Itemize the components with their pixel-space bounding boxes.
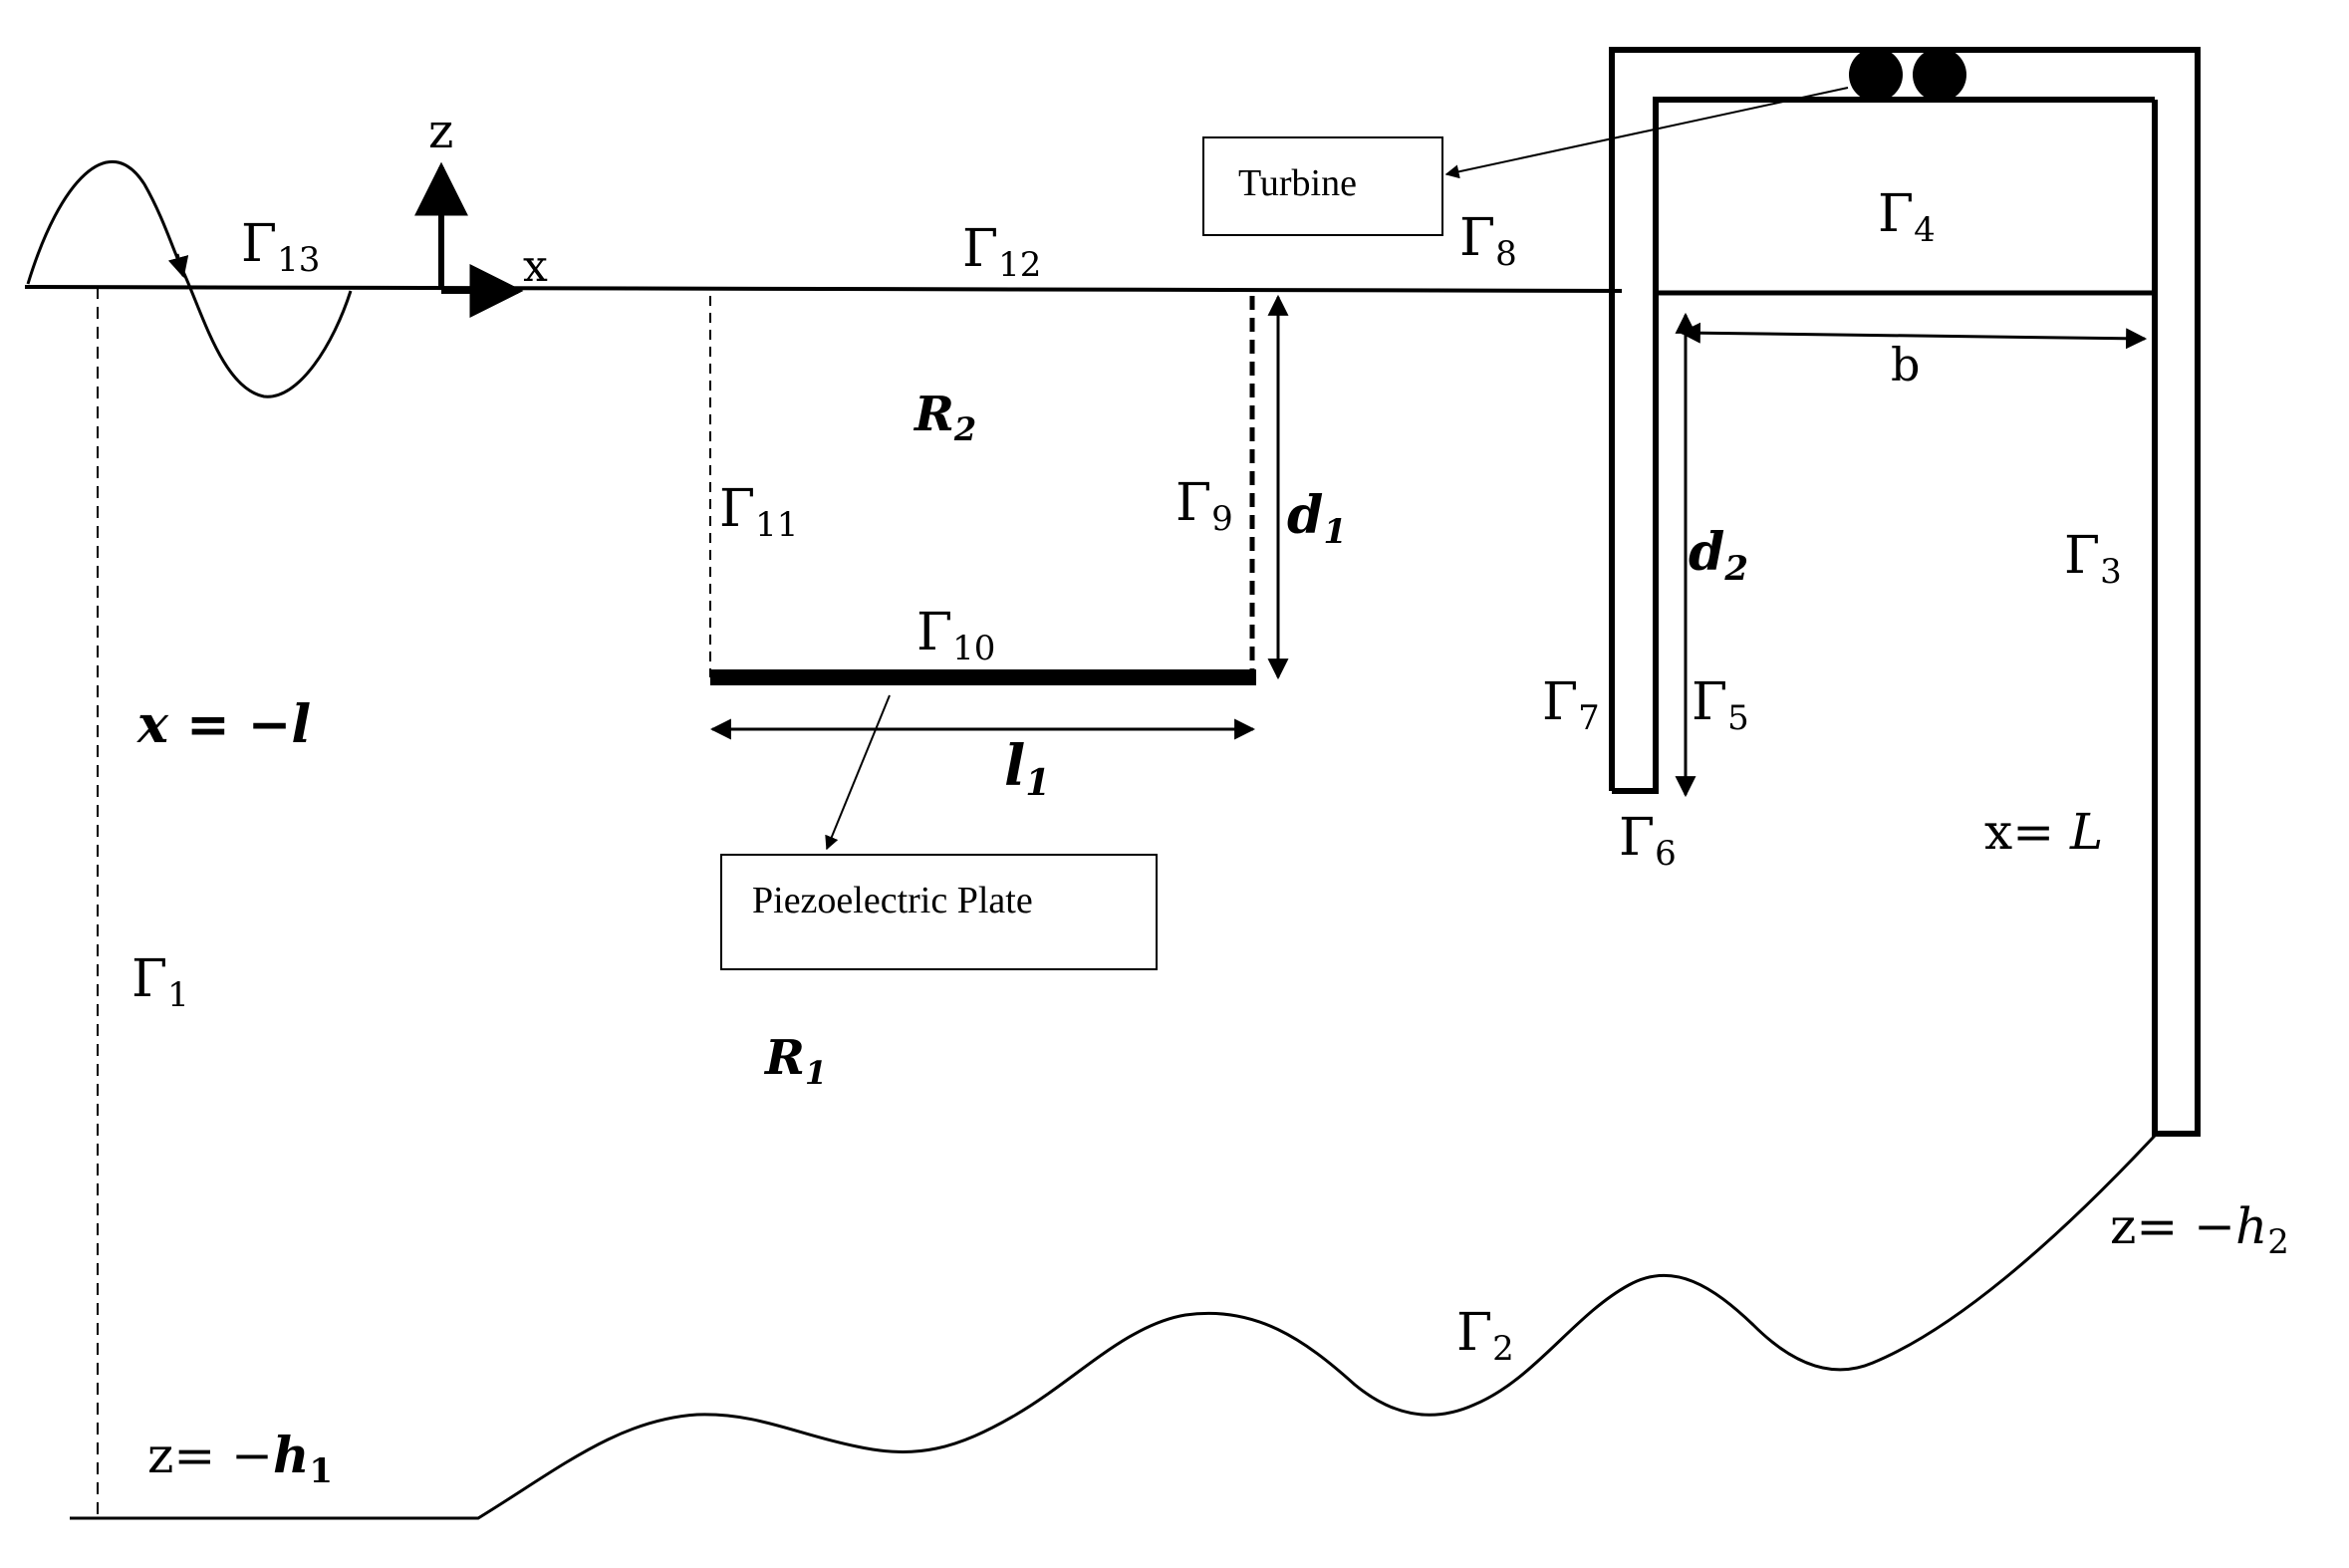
owc-front-wall xyxy=(1612,97,2155,794)
b-dimension-arrow xyxy=(1679,322,2148,350)
gamma-3-label: Γ3 xyxy=(2064,526,2122,592)
d1-label: d1 xyxy=(1287,485,1347,552)
gamma-1-label: Γ1 xyxy=(131,949,189,1015)
piezoelectric-plate-box-label: Piezoelectric Plate xyxy=(752,880,1033,921)
piezoelectric-plate xyxy=(710,669,1256,685)
piezoelectric-plate-box xyxy=(720,854,1158,970)
gamma-4-label: Γ4 xyxy=(1878,184,1936,250)
gamma-2-label: Γ2 xyxy=(1456,1303,1514,1369)
gamma-10-label: Γ10 xyxy=(916,603,995,668)
turbine-leader-line xyxy=(1444,87,1849,179)
gamma-13-label: Γ13 xyxy=(241,214,320,280)
b-label: b xyxy=(1891,338,1920,392)
d2-label: d2 xyxy=(1689,522,1748,589)
gamma-8-label: Γ8 xyxy=(1459,208,1517,274)
z-equals-minus-h2-label: z= −h2 xyxy=(2110,1197,2289,1262)
free-surface-line xyxy=(24,285,1623,293)
z-equals-minus-h1-label: z= −h1 xyxy=(147,1426,333,1491)
gamma-5-label: Γ5 xyxy=(1692,672,1749,738)
z-axis-label: z xyxy=(428,104,453,159)
x-axis-label: x xyxy=(523,241,548,292)
turbine-rotor-icon xyxy=(1913,48,1966,102)
gamma-6-label: Γ6 xyxy=(1619,808,1677,874)
wave-arrow xyxy=(167,253,189,279)
piezo-leader-line xyxy=(825,694,891,851)
region-r2-label: R2 xyxy=(913,387,976,448)
l1-label: l1 xyxy=(1004,733,1050,804)
owc-outer-structure xyxy=(1609,47,2201,1137)
gamma-11-label: Γ11 xyxy=(719,479,798,545)
turbine-rotor-icon xyxy=(1849,48,1903,102)
turbine-box-label: Turbine xyxy=(1238,162,1357,204)
region-r1-label: R1 xyxy=(763,1030,827,1092)
gamma-9-label: Γ9 xyxy=(1175,473,1233,539)
gamma-12-label: Γ12 xyxy=(962,219,1041,285)
seabed-gamma-2 xyxy=(70,1134,2157,1520)
gamma-7-label: Γ7 xyxy=(1542,672,1600,738)
x-equals-L-label: x= L xyxy=(1984,803,2103,861)
turbine-box xyxy=(1202,136,1443,236)
x-equals-minus-l-label: x = −l xyxy=(136,694,311,755)
